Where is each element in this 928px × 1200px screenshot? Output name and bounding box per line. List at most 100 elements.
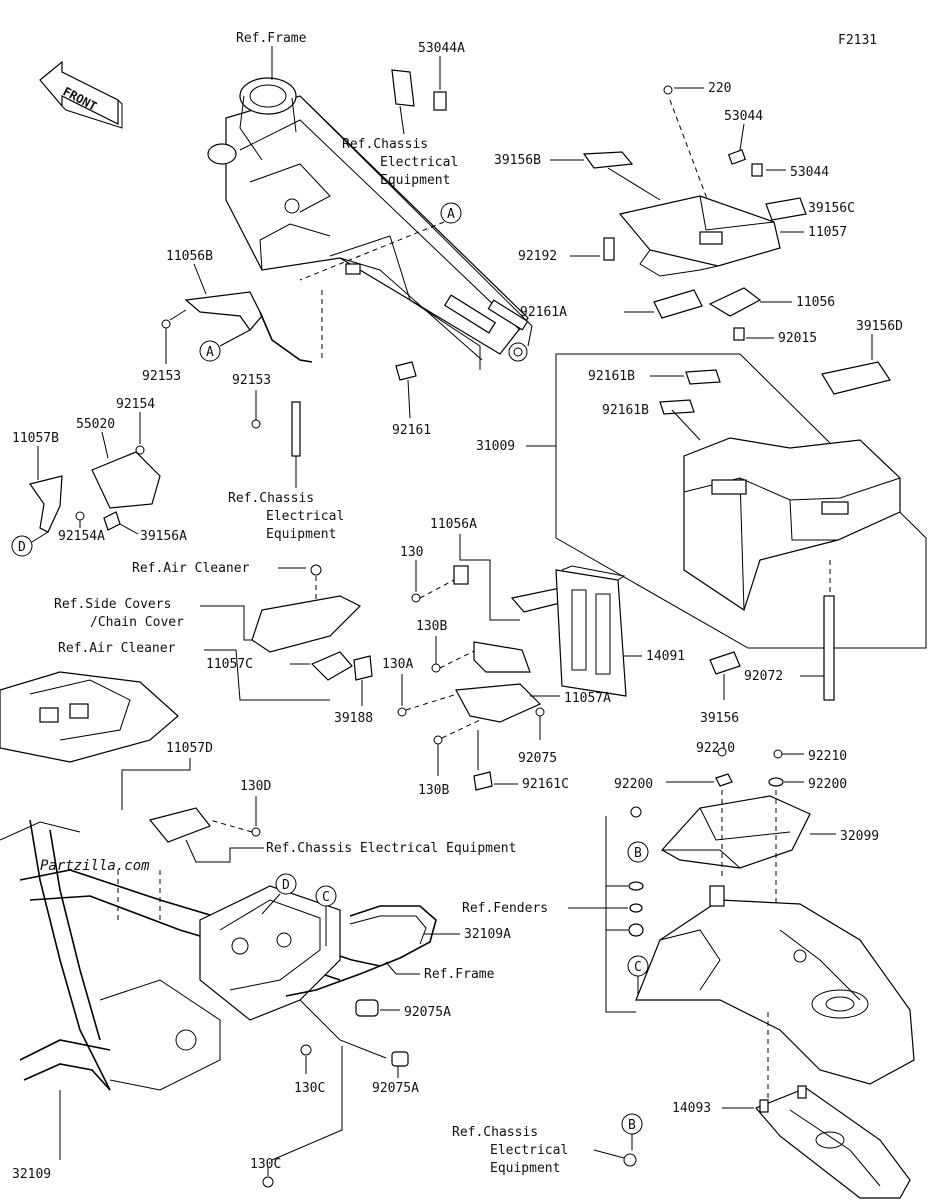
part-53044A[interactable]: 53044A bbox=[418, 41, 465, 56]
part-14091-shape bbox=[555, 565, 627, 697]
part-11056B[interactable]: 11056B bbox=[166, 249, 213, 264]
part-11057C[interactable]: 11057C bbox=[206, 657, 253, 672]
part-14093[interactable]: 14093 bbox=[672, 1101, 711, 1116]
part-92072-shape bbox=[823, 595, 835, 701]
ref-chassis-bot-2[interactable]: Electrical bbox=[490, 1143, 568, 1158]
ref-circle-c-fender-label: C bbox=[634, 960, 642, 975]
ref-chassis-bot-3[interactable]: Equipment bbox=[490, 1161, 560, 1176]
part-92161C-shape bbox=[473, 771, 493, 791]
rear-frame-drawing bbox=[0, 819, 381, 1091]
part-11056[interactable]: 11056 bbox=[796, 295, 835, 310]
part-92154[interactable]: 92154 bbox=[116, 397, 155, 412]
harness-clip-shape bbox=[291, 401, 301, 457]
part-92075A-2[interactable]: 92075A bbox=[372, 1081, 419, 1096]
part-130C-2[interactable]: 130C bbox=[250, 1157, 281, 1172]
side-cover-bracket-shape bbox=[251, 595, 362, 653]
ref-chassis-top-2[interactable]: Electrical bbox=[380, 155, 458, 170]
part-92161A[interactable]: 92161A bbox=[520, 305, 567, 320]
ref-circle-b-fender bbox=[627, 841, 649, 863]
part-92072[interactable]: 92072 bbox=[744, 669, 783, 684]
part-92075A-1-shape bbox=[355, 999, 379, 1017]
part-92161B-2[interactable]: 92161B bbox=[602, 403, 649, 418]
part-92015[interactable]: 92015 bbox=[778, 331, 817, 346]
part-130D[interactable]: 130D bbox=[240, 779, 271, 794]
part-39156C-shape bbox=[765, 197, 807, 221]
ref-frame-top[interactable]: Ref.Frame bbox=[236, 31, 307, 46]
part-220[interactable]: 220 bbox=[708, 81, 731, 96]
part-11057A[interactable]: 11057A bbox=[564, 691, 611, 706]
part-92210-1[interactable]: 92210 bbox=[696, 741, 735, 756]
part-39156B[interactable]: 39156B bbox=[494, 153, 541, 168]
ref-chassis-top-3[interactable]: Equipment bbox=[380, 173, 450, 188]
part-92192[interactable]: 92192 bbox=[518, 249, 557, 264]
part-92161[interactable]: 92161 bbox=[392, 423, 431, 438]
ref-circle-b-fender-label: B bbox=[634, 846, 642, 861]
ref-fenders[interactable]: Ref.Fenders bbox=[462, 901, 548, 916]
part-92075[interactable]: 92075 bbox=[518, 751, 557, 766]
bracket-130B-shape bbox=[473, 641, 531, 673]
battery-box-group-outline bbox=[555, 353, 927, 649]
ref-side-covers-2[interactable]: /Chain Cover bbox=[90, 615, 184, 630]
ref-chassis-mid-1[interactable]: Ref.Chassis bbox=[228, 491, 314, 506]
part-14091[interactable]: 14091 bbox=[646, 649, 685, 664]
part-92153-2[interactable]: 92153 bbox=[232, 373, 271, 388]
ref-frame-lower[interactable]: Ref.Frame bbox=[424, 967, 495, 982]
part-11056B-shape bbox=[184, 291, 263, 331]
part-11056-shape bbox=[708, 287, 762, 317]
part-39188-shape bbox=[353, 655, 373, 681]
part-39156[interactable]: 39156 bbox=[700, 711, 739, 726]
part-92200-2[interactable]: 92200 bbox=[808, 777, 847, 792]
part-39156B-shape bbox=[582, 151, 634, 169]
part-39156D[interactable]: 39156D bbox=[856, 319, 903, 334]
part-11057[interactable]: 11057 bbox=[808, 225, 847, 240]
part-11057-shape bbox=[618, 195, 781, 267]
part-130[interactable]: 130 bbox=[400, 545, 423, 560]
ref-circle-d-frame-label: D bbox=[282, 878, 290, 893]
part-53044-1[interactable]: 53044 bbox=[724, 109, 763, 124]
part-11057D[interactable]: 11057D bbox=[166, 741, 213, 756]
part-55020[interactable]: 55020 bbox=[76, 417, 115, 432]
ref-circle-a-top bbox=[440, 202, 462, 224]
ref-chassis-mid-2[interactable]: Electrical bbox=[266, 509, 344, 524]
part-92161C[interactable]: 92161C bbox=[522, 777, 569, 792]
part-92154A[interactable]: 92154A bbox=[58, 529, 105, 544]
part-92161B-1[interactable]: 92161B bbox=[588, 369, 635, 384]
part-130A[interactable]: 130A bbox=[382, 657, 413, 672]
part-11056A[interactable]: 11056A bbox=[430, 517, 477, 532]
part-11057D-shape bbox=[148, 807, 211, 843]
part-130C-1[interactable]: 130C bbox=[294, 1081, 325, 1096]
part-92200-1[interactable]: 92200 bbox=[614, 777, 653, 792]
ref-chassis-lower[interactable]: Ref.Chassis Electrical Equipment bbox=[266, 841, 516, 856]
ref-chassis-top-1[interactable]: Ref.Chassis bbox=[342, 137, 428, 152]
part-11057C-shape bbox=[310, 651, 353, 681]
ref-side-covers-1[interactable]: Ref.Side Covers bbox=[54, 597, 171, 612]
part-39156A[interactable]: 39156A bbox=[140, 529, 187, 544]
ref-chassis-mid-3[interactable]: Equipment bbox=[266, 527, 336, 542]
ref-circle-d-left bbox=[11, 535, 33, 557]
part-53044A-shape bbox=[433, 91, 447, 111]
part-92153-1[interactable]: 92153 bbox=[142, 369, 181, 384]
part-39156A-shape bbox=[103, 511, 121, 531]
ref-circle-a-low bbox=[199, 340, 221, 362]
part-32109-shape bbox=[23, 1063, 111, 1091]
part-32109A-shape bbox=[285, 905, 437, 997]
part-92161-shape bbox=[395, 361, 417, 381]
part-32099[interactable]: 32099 bbox=[840, 829, 879, 844]
part-32099-shape bbox=[661, 795, 811, 869]
part-39156C[interactable]: 39156C bbox=[808, 201, 855, 216]
ref-chassis-bot-1[interactable]: Ref.Chassis bbox=[452, 1125, 538, 1140]
part-39188[interactable]: 39188 bbox=[334, 711, 373, 726]
part-31009[interactable]: 31009 bbox=[476, 439, 515, 454]
part-92075A-1[interactable]: 92075A bbox=[404, 1005, 451, 1020]
part-32109A[interactable]: 32109A bbox=[464, 927, 511, 942]
part-53044-2[interactable]: 53044 bbox=[790, 165, 829, 180]
part-130B-2[interactable]: 130B bbox=[418, 783, 449, 798]
ref-air-cleaner-2[interactable]: Ref.Air Cleaner bbox=[58, 641, 176, 656]
part-130B-1[interactable]: 130B bbox=[416, 619, 447, 634]
diagram-code: F2131 bbox=[838, 33, 877, 48]
part-11057B[interactable]: 11057B bbox=[12, 431, 59, 446]
ref-air-cleaner-1[interactable]: Ref.Air Cleaner bbox=[132, 561, 250, 576]
part-32109[interactable]: 32109 bbox=[12, 1167, 51, 1182]
part-92210-2[interactable]: 92210 bbox=[808, 749, 847, 764]
